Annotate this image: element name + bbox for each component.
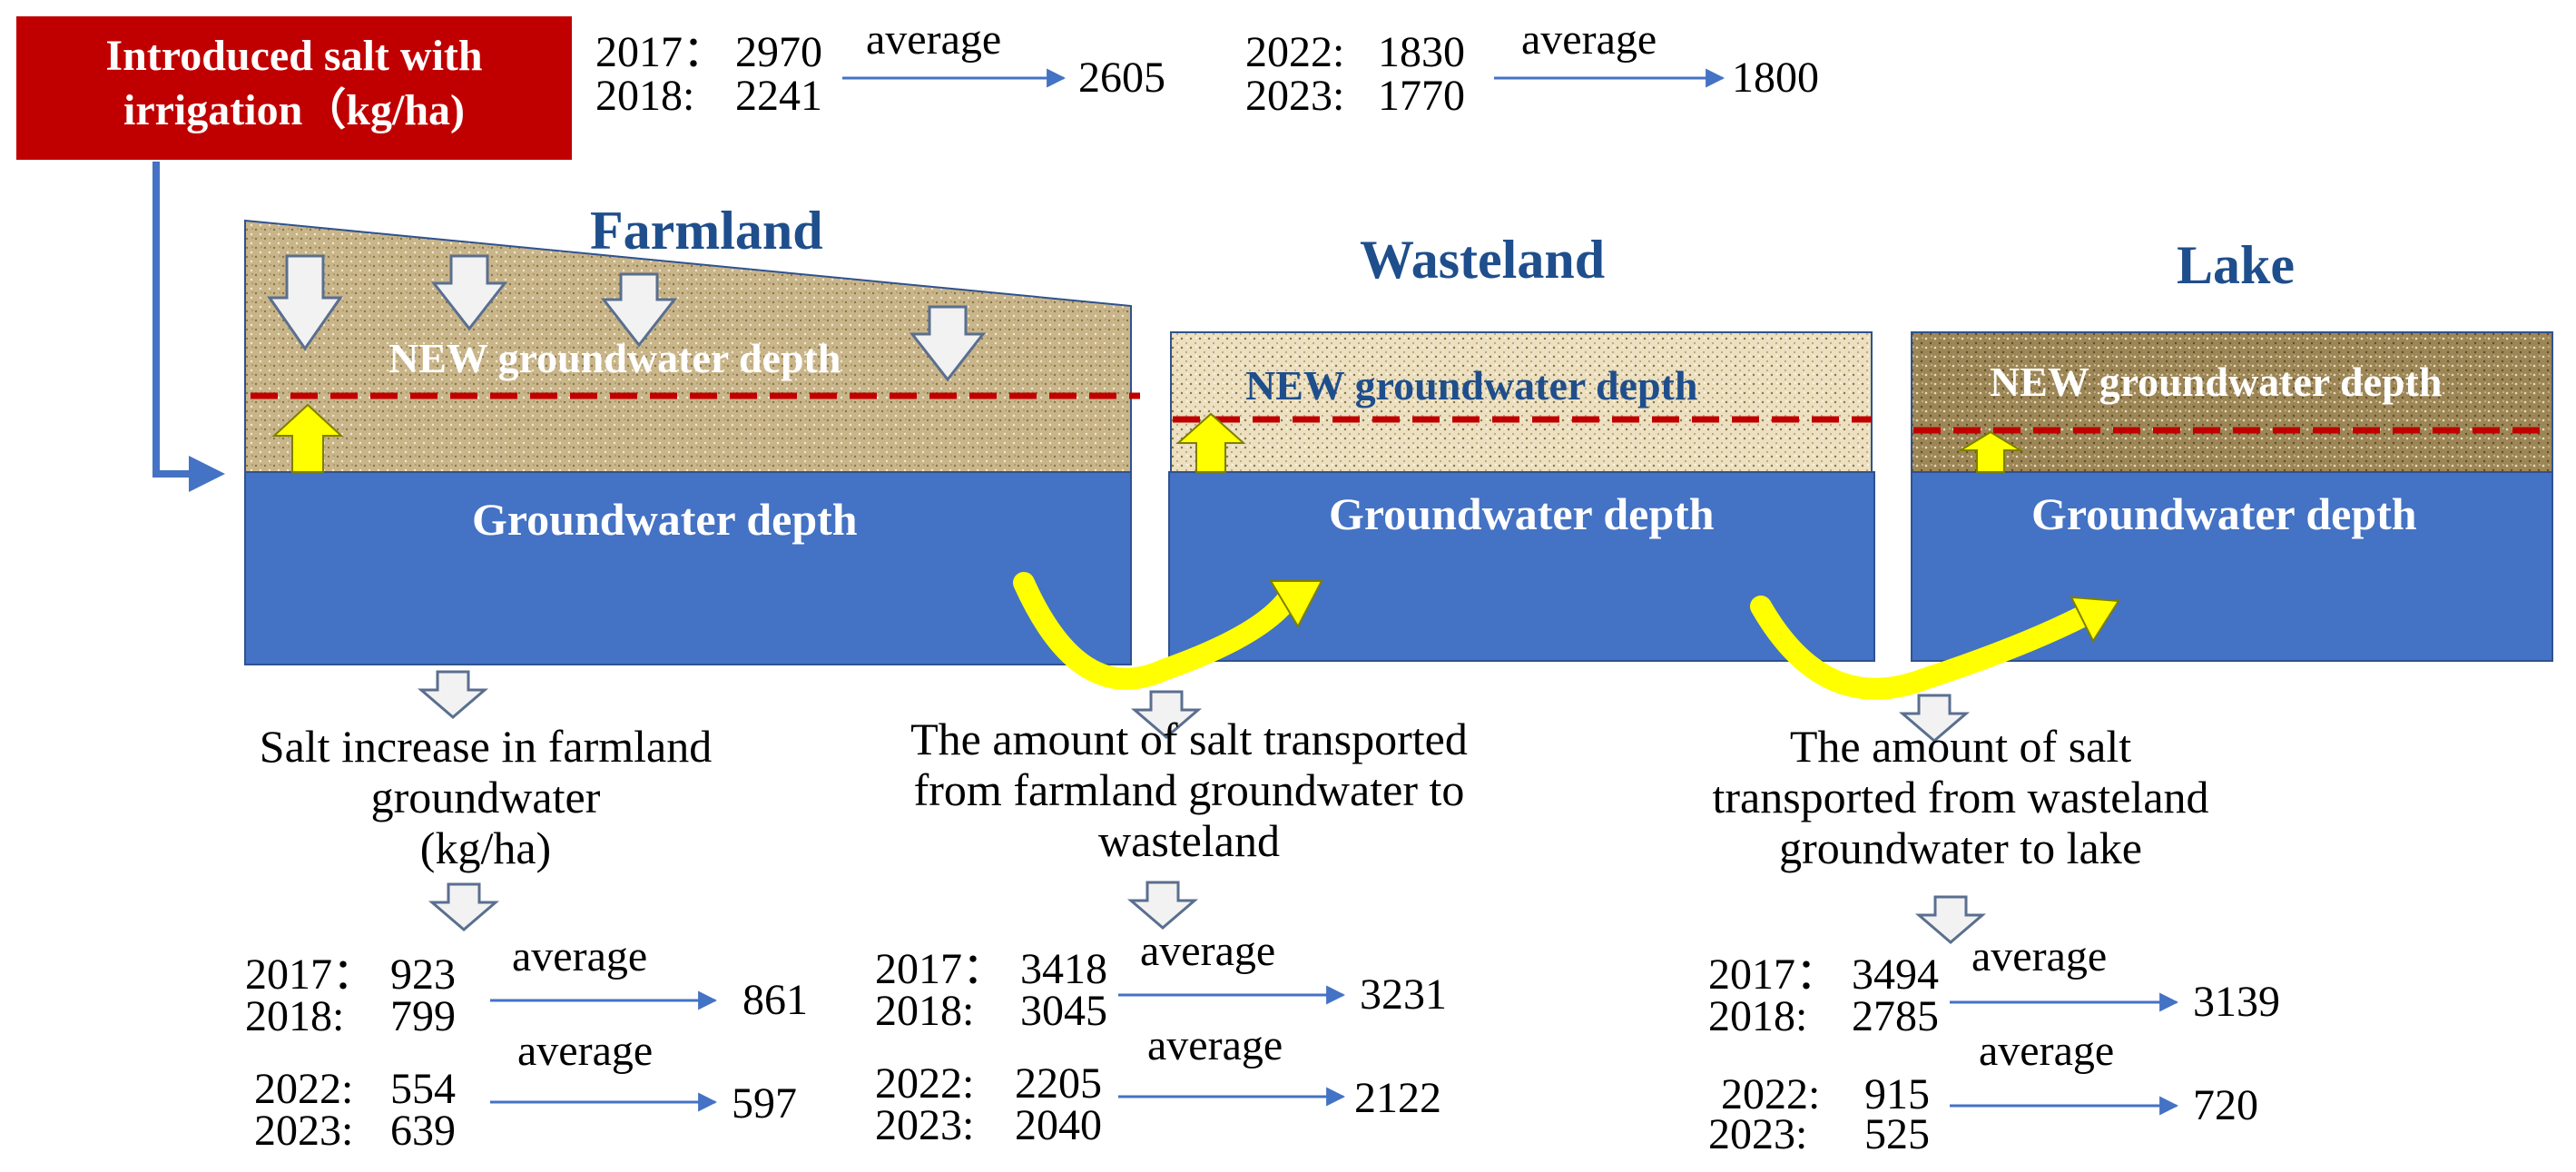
- farmland-year-2018: 2018:: [245, 992, 345, 1040]
- farm-waste-average-label-1: average: [1140, 927, 1276, 975]
- wasteland-groundwater-label: Groundwater depth: [1329, 488, 1715, 539]
- farmland-increase-label-line2: groundwater: [370, 772, 601, 822]
- intro-year-2018: 2018:: [595, 72, 695, 120]
- farmland-year-2023: 2023:: [254, 1107, 354, 1155]
- farm-waste-year-2017: 2017：: [875, 945, 1007, 993]
- wasteland-new-depth-label: NEW groundwater depth: [1245, 362, 1698, 409]
- farmland-average-value-1: 861: [742, 976, 808, 1024]
- lake-title: Lake: [2177, 235, 2296, 295]
- farmland-year-2017: 2017：: [245, 950, 377, 999]
- wasteland-groundwater-bar: [1168, 471, 1875, 662]
- waste-lake-output-arrow: [1898, 694, 1971, 743]
- waste-to-lake-flow-head: [2070, 596, 2120, 644]
- infiltration-arrow-2: [430, 254, 508, 331]
- farm-waste-label-line2: from farmland groundwater to: [913, 764, 1465, 815]
- irrigation-salt-title-line1: Introduced salt with: [105, 32, 483, 80]
- intro-value-2022: 1830: [1378, 28, 1465, 76]
- farmland-value-2017: 923: [390, 950, 456, 999]
- lake-groundwater-label: Groundwater depth: [2031, 488, 2417, 539]
- farm-waste-year-2022: 2022:: [875, 1059, 975, 1108]
- intro-year-2023: 2023:: [1245, 72, 1345, 120]
- farm-waste-year-2018: 2018:: [875, 987, 975, 1035]
- farm-waste-label: The amount of salt transported from farm…: [844, 714, 1534, 866]
- farm-waste-average-label-2: average: [1147, 1021, 1283, 1069]
- farm-waste-value-2022: 2205: [1015, 1059, 1102, 1108]
- waste-lake-average-label-1: average: [1971, 932, 2108, 980]
- intro-year-2022: 2022:: [1245, 28, 1345, 76]
- wasteland-soil-layer: [1170, 331, 1873, 473]
- wasteland-rise-arrow: [1175, 412, 1246, 473]
- farm-waste-label-line3: wasteland: [1098, 815, 1280, 866]
- intro-average-label-1: average: [866, 15, 1002, 64]
- farmland-rise-arrow: [271, 403, 344, 473]
- infiltration-arrow-1: [267, 254, 343, 351]
- farmland-average-label-2: average: [517, 1027, 654, 1075]
- lake-rise-arrow: [1957, 430, 2024, 473]
- waste-lake-average-label-2: average: [1979, 1027, 2115, 1075]
- farmland-values-arrow: [428, 882, 500, 931]
- farmland-value-2018: 799: [390, 992, 456, 1040]
- waste-lake-value-2017: 3494: [1852, 950, 1939, 999]
- farmland-groundwater-label: Groundwater depth: [472, 494, 858, 545]
- waste-lake-label-line3: groundwater to lake: [1779, 822, 2142, 873]
- farmland-title: Farmland: [590, 201, 823, 261]
- waste-lake-value-2018: 2785: [1852, 992, 1939, 1040]
- waste-lake-values-arrow: [1914, 895, 1987, 944]
- infiltration-arrow-3: [600, 272, 678, 348]
- farm-waste-average-value-2: 2122: [1354, 1074, 1441, 1122]
- infiltration-arrow-4: [909, 305, 987, 382]
- farm-waste-values-arrow: [1126, 881, 1199, 930]
- wasteland-title: Wasteland: [1360, 230, 1606, 290]
- farmland-increase-label-line1: Salt increase in farmland: [259, 721, 713, 772]
- farm-waste-value-2018: 3045: [1020, 987, 1107, 1035]
- waste-lake-label-line1: The amount of salt: [1789, 721, 2132, 772]
- irrigation-salt-title-line2: irrigation（kg/ha): [123, 86, 465, 134]
- farmland-new-depth-label: NEW groundwater depth: [388, 335, 841, 381]
- waste-lake-year-2023: 2023:: [1708, 1110, 1808, 1158]
- lake-new-depth-label: NEW groundwater depth: [1990, 359, 2443, 405]
- waste-lake-value-2022: 915: [1864, 1070, 1930, 1118]
- farm-to-waste-flow-head: [1269, 580, 1323, 629]
- farm-waste-value-2017: 3418: [1020, 945, 1107, 993]
- farmland-average-value-2: 597: [732, 1079, 797, 1128]
- farmland-value-2022: 554: [390, 1065, 456, 1113]
- waste-lake-year-2022: 2022:: [1721, 1070, 1821, 1118]
- farm-waste-average-value-1: 3231: [1360, 970, 1447, 1019]
- intro-average-value-1: 2605: [1078, 54, 1165, 102]
- waste-lake-year-2017: 2017：: [1708, 950, 1840, 999]
- intro-average-label-2: average: [1521, 15, 1657, 64]
- farm-waste-label-line1: The amount of salt transported: [910, 714, 1468, 764]
- farmland-groundwater-bar: [244, 471, 1132, 665]
- farmland-increase-label: Salt increase in farmland groundwater (k…: [191, 721, 781, 873]
- farmland-year-2022: 2022:: [254, 1065, 354, 1113]
- waste-lake-label: The amount of salt transported from wast…: [1634, 721, 2287, 873]
- irrigation-connector-arrow: [152, 162, 225, 492]
- waste-lake-average-value-2: 720: [2193, 1081, 2258, 1129]
- farm-to-waste-flow-arrow: [1013, 572, 1300, 690]
- intro-value-2018: 2241: [735, 72, 822, 120]
- waste-lake-average-value-1: 3139: [2193, 978, 2280, 1026]
- farm-waste-value-2023: 2040: [1015, 1101, 1102, 1149]
- waste-lake-year-2018: 2018:: [1708, 992, 1808, 1040]
- waste-lake-label-line2: transported from wasteland: [1712, 772, 2209, 822]
- irrigation-salt-box: Introduced salt with irrigation（kg/ha): [16, 16, 572, 160]
- intro-year-2017: 2017：: [595, 28, 727, 76]
- waste-lake-value-2023: 525: [1864, 1110, 1930, 1158]
- farmland-value-2023: 639: [390, 1107, 456, 1155]
- intro-value-2023: 1770: [1378, 72, 1465, 120]
- intro-average-value-2: 1800: [1732, 54, 1819, 102]
- farmland-increase-label-line3: (kg/ha): [419, 822, 552, 873]
- farmland-output-arrow: [417, 670, 489, 719]
- intro-value-2017: 2970: [735, 28, 822, 76]
- farm-waste-year-2023: 2023:: [875, 1101, 975, 1149]
- farmland-average-label-1: average: [512, 932, 648, 980]
- farm-waste-output-arrow: [1130, 690, 1203, 739]
- waste-to-lake-flow-arrow: [1750, 596, 2099, 700]
